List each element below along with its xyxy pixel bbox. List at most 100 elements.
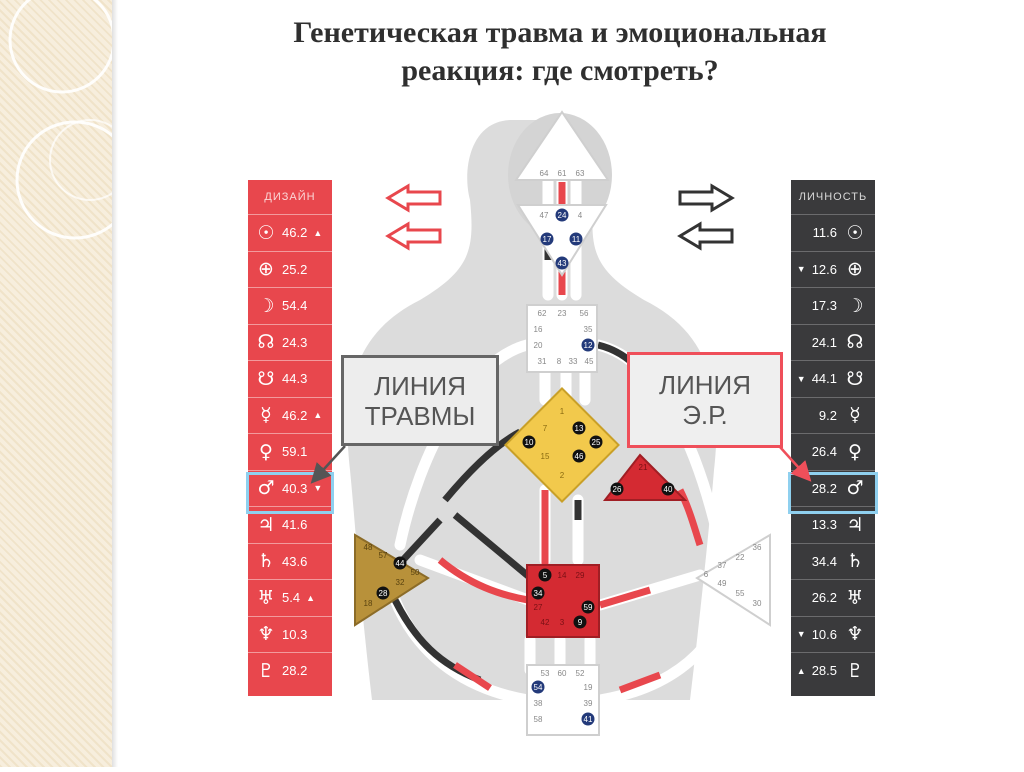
planet-row-neptune: ♆ 10.3: [248, 615, 332, 653]
planet-row-earth: ▼ 12.6 ⊕: [791, 250, 875, 288]
gate-number: 55: [736, 589, 745, 598]
trauma-label-line-1: ЛИНИЯ: [374, 370, 466, 401]
planet-row-venus: ♀ 59.1: [248, 433, 332, 470]
planet-value: 9.2: [818, 407, 837, 423]
planet-row-uranus: 26.2♅: [791, 579, 875, 616]
gate-number: 57: [379, 551, 388, 560]
planet-value: 34.4: [811, 553, 837, 569]
planet-value: 28.5: [811, 663, 837, 679]
mercury-icon: ☿: [260, 404, 272, 427]
gate-number: 20: [534, 341, 543, 350]
gate-number: 53: [541, 669, 550, 678]
planet-row-moon: 17.3☽: [791, 287, 875, 324]
planet-value: 44.3: [282, 371, 308, 387]
fixing-arrow: ▼: [796, 264, 806, 275]
planet-value: 25.2: [282, 261, 308, 277]
venus-icon: ♀: [848, 440, 862, 463]
spleen-center: [354, 533, 430, 627]
gate-number: 13: [575, 424, 584, 433]
planet-row-neptune: ▼10.6♆: [791, 615, 875, 653]
gate-number: 42: [541, 618, 550, 627]
personality-rows: 11.6☉▼12.6⊕17.3☽24.1☊▼44.1☋9.2☿26.4♀28.2…: [791, 214, 875, 689]
pluto-icon: ♇: [846, 659, 864, 682]
fixing-arrow: ▼: [796, 373, 806, 384]
venus-icon: ♀: [259, 440, 273, 463]
planet-row-saturn: 34.4♄: [791, 542, 875, 580]
gate-number: 19: [584, 683, 593, 692]
planet-value: 41.6: [282, 517, 308, 533]
planet-row-south-node: ▼44.1☋: [791, 360, 875, 397]
north-node-icon: ☊: [257, 331, 275, 354]
sun-icon: ☉: [257, 221, 275, 244]
personality-mars-highlight: [788, 472, 878, 514]
moon-icon: ☽: [846, 294, 864, 317]
planet-row-mars: 28.2♂: [791, 469, 875, 507]
er-label-line-1: ЛИНИЯ: [659, 370, 751, 400]
gate-number: 11: [572, 235, 581, 244]
planet-row-earth: ⊕ 25.2: [248, 250, 332, 288]
gate-number: 58: [534, 715, 543, 724]
gate-activation-dot: [610, 482, 624, 496]
gate-number: 5: [543, 571, 548, 580]
planet-row-sun: ☉ 46.2 ▲: [248, 214, 332, 251]
gate-activation-dot: [393, 556, 407, 570]
gate-number: 43: [558, 259, 567, 268]
planet-row-mercury: ☿46.2▲: [248, 396, 332, 434]
moon-icon: ☽: [257, 294, 275, 317]
gate-activation-dot: [589, 435, 603, 449]
gate-number: 62: [538, 309, 547, 318]
throat-center: [526, 304, 598, 373]
planet-value: 46.2: [282, 225, 308, 241]
gate-number: 33: [569, 357, 578, 366]
planet-row-pluto: ♇28.2: [248, 652, 332, 689]
gate-number: 31: [538, 357, 547, 366]
gate-number: 12: [584, 341, 593, 350]
planet-value: 46.2: [282, 407, 308, 423]
planet-value: 24.3: [282, 334, 308, 350]
gate-number: 23: [558, 309, 567, 318]
planet-value: 12.6: [811, 261, 837, 277]
planet-value: 59.1: [282, 444, 308, 460]
gate-number: 32: [396, 578, 405, 587]
mars-icon: ♂: [257, 477, 275, 500]
gate-number: 15: [541, 452, 550, 461]
planet-value: 28.2: [811, 480, 837, 496]
g-center: [504, 387, 620, 503]
fixing-arrow: ▲: [796, 665, 806, 676]
fixing-arrow: ▲: [313, 227, 323, 238]
gate-activation-dot: [531, 680, 545, 694]
gate-number: 3: [560, 618, 565, 627]
planet-value: 26.4: [811, 444, 837, 460]
earth-icon: ⊕: [258, 258, 274, 281]
gate-activation-dot: [540, 232, 554, 246]
gate-number: 27: [534, 603, 543, 612]
gate-number: 41: [584, 715, 593, 724]
er-line-label: ЛИНИЯ Э.Р.: [627, 352, 783, 448]
personality-panel: ЛИЧНОСТЬ 11.6☉▼12.6⊕17.3☽24.1☊▼44.1☋9.2☿…: [791, 180, 875, 696]
gate-number: 29: [576, 571, 585, 580]
planet-row-jupiter: 13.3♃: [791, 506, 875, 543]
trauma-line-label: ЛИНИЯ ТРАВМЫ: [341, 355, 499, 446]
gate-number: 16: [534, 325, 543, 334]
planet-value: 44.1: [811, 371, 837, 387]
neptune-icon: ♆: [257, 623, 275, 646]
gate-number: 18: [364, 599, 373, 608]
design-panel: ДИЗАЙН ☉46.2▲⊕25.2☽54.4☊24.3☋44.3☿46.2▲♀…: [248, 180, 332, 696]
title-line-2: реакция: где смотреть?: [401, 54, 719, 87]
planet-value: 10.3: [282, 626, 308, 642]
earth-icon: ⊕: [847, 258, 863, 281]
gate-number: 63: [576, 169, 585, 178]
decorative-side-strip: [0, 0, 135, 767]
planet-value: 26.2: [811, 590, 837, 606]
gate-number: 48: [364, 543, 373, 552]
gate-activation-dot: [522, 435, 536, 449]
gate-number: 64: [540, 169, 549, 178]
gate-number: 40: [664, 485, 673, 494]
planet-value: 10.6: [811, 626, 837, 642]
gate-number: 9: [578, 618, 583, 627]
gate-activation-dot: [572, 421, 586, 435]
uranus-icon: ♅: [257, 586, 275, 609]
gate-activation-dot: [661, 482, 675, 496]
gate-number: 10: [525, 438, 534, 447]
